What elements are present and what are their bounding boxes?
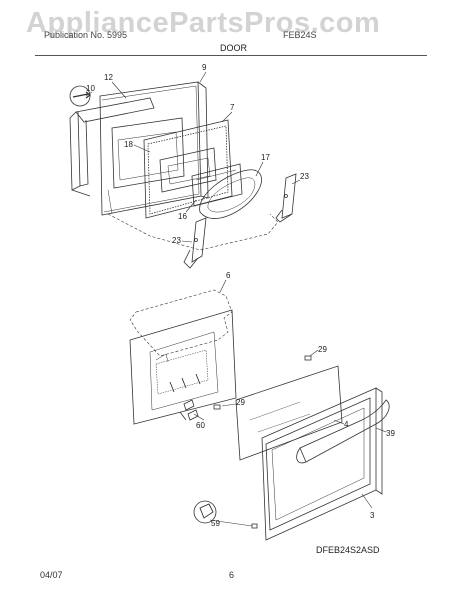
outer-door-panel bbox=[99, 81, 209, 216]
callout-3: 3 bbox=[370, 511, 375, 520]
callout-9: 9 bbox=[202, 63, 207, 72]
assembly-outline-upper bbox=[107, 213, 279, 251]
callout-29-upper: 29 bbox=[318, 345, 327, 354]
callout-39: 39 bbox=[386, 429, 395, 438]
callout-7: 7 bbox=[230, 103, 235, 112]
callout-59: 59 bbox=[211, 519, 220, 528]
section-title: DOOR bbox=[220, 43, 247, 53]
footer-page-number: 6 bbox=[229, 570, 235, 580]
insulation-outline bbox=[129, 289, 233, 357]
pin-29-upper bbox=[304, 355, 312, 361]
clips-60 bbox=[179, 399, 199, 421]
model-code: DFEB24S2ASD bbox=[316, 545, 380, 555]
callout-60: 60 bbox=[196, 421, 205, 430]
callout-29-lower: 29 bbox=[236, 398, 245, 407]
header-model: FEB24S bbox=[283, 30, 317, 40]
footer-date: 04/07 bbox=[40, 570, 63, 580]
screw-59 bbox=[193, 500, 258, 529]
door-trim-frame bbox=[261, 387, 383, 541]
glass-16 bbox=[191, 163, 243, 207]
hinge-23-left bbox=[183, 217, 207, 269]
callout-17: 17 bbox=[261, 153, 270, 162]
callout-18: 18 bbox=[124, 140, 133, 149]
header-rule bbox=[35, 55, 427, 56]
watermark-text: AppliancePartsPros.com bbox=[26, 7, 381, 39]
callout-6: 6 bbox=[226, 271, 231, 280]
callout-16: 16 bbox=[178, 212, 187, 221]
callout-23-left: 23 bbox=[172, 236, 181, 245]
inner-glass-panel bbox=[143, 119, 233, 219]
door-frame bbox=[69, 97, 155, 197]
inner-door-liner bbox=[129, 309, 237, 425]
callout-23-right: 23 bbox=[300, 172, 309, 181]
screw-10 bbox=[69, 85, 91, 107]
header-publication: Publication No. 5995 bbox=[44, 30, 128, 40]
callout-4: 4 bbox=[344, 420, 349, 429]
pin-29-lower bbox=[213, 404, 221, 410]
callout-12: 12 bbox=[104, 73, 113, 82]
callout-10: 10 bbox=[86, 84, 95, 93]
leader-lines bbox=[85, 71, 387, 527]
hinge-23-right bbox=[275, 173, 297, 223]
door-handle bbox=[296, 399, 390, 464]
outer-glass-panel bbox=[235, 365, 343, 461]
gasket-17 bbox=[199, 169, 262, 219]
